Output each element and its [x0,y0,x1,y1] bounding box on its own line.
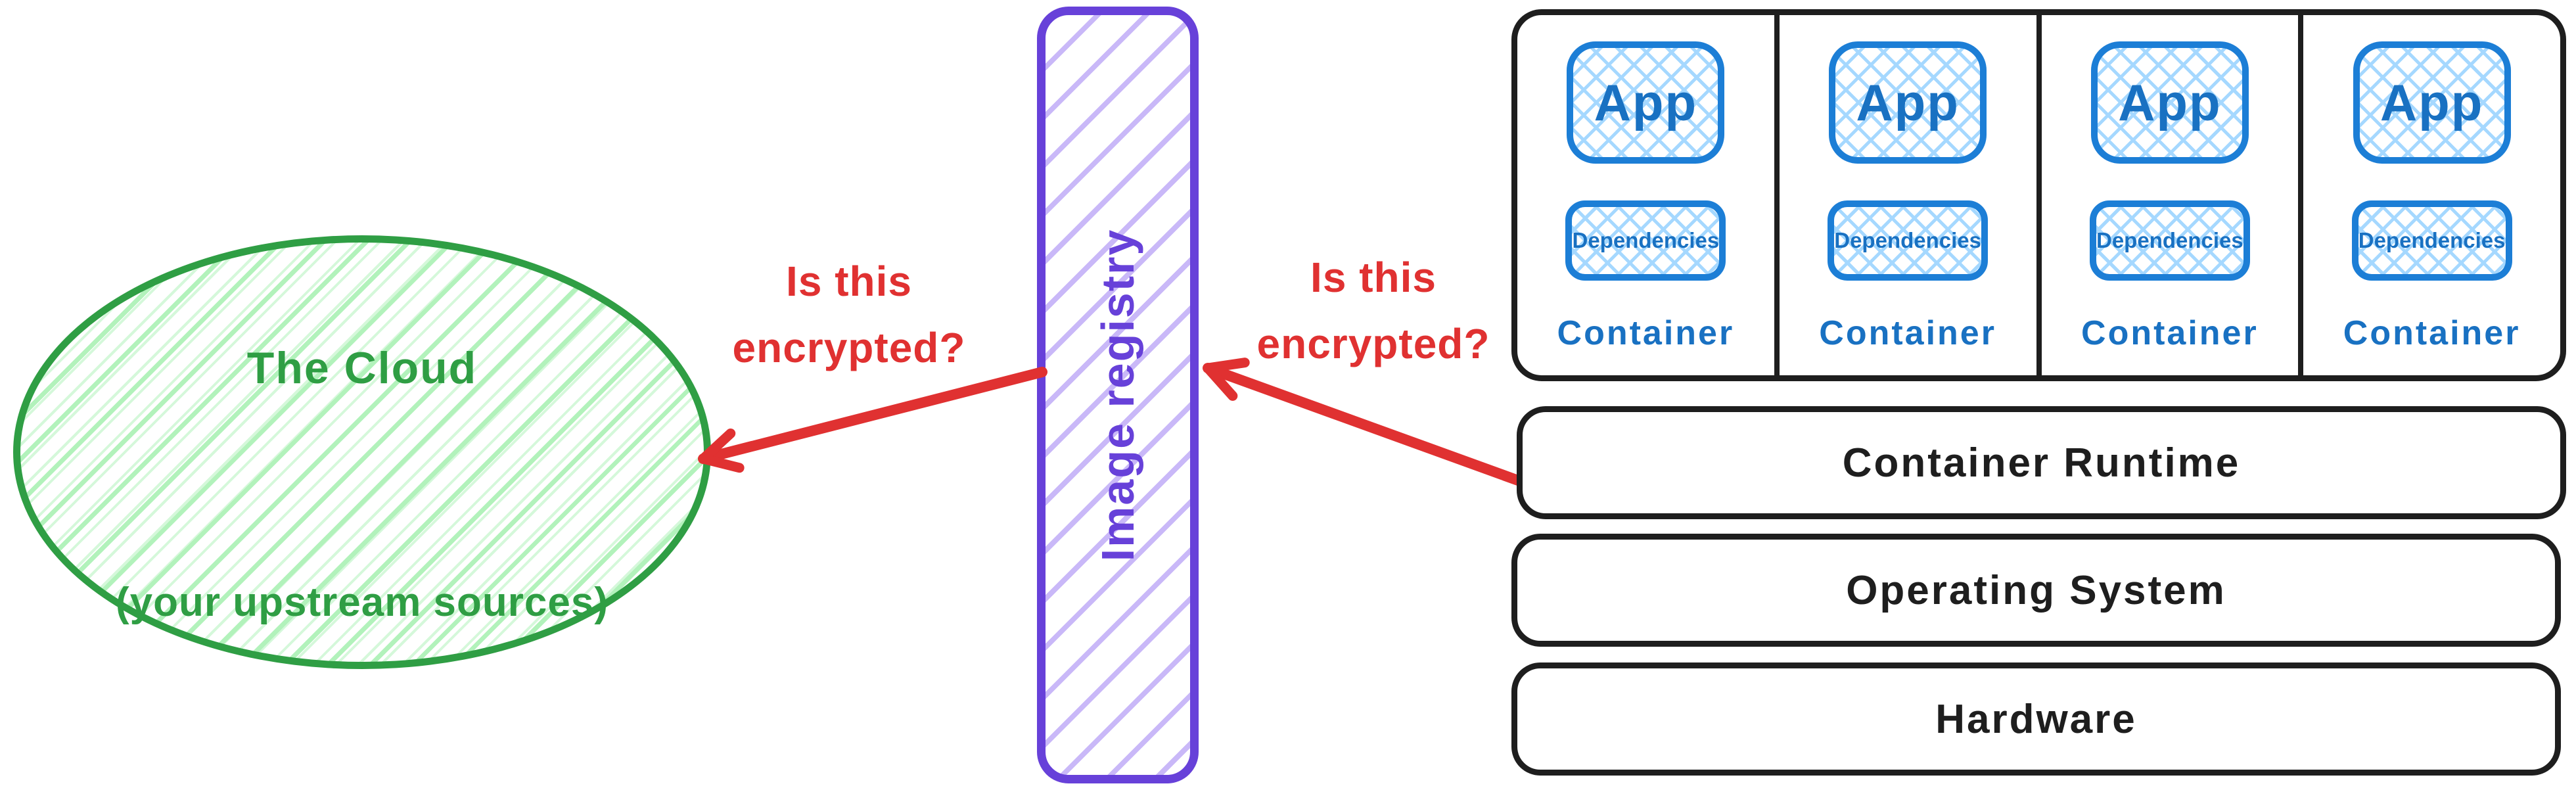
dependencies-box-3: Dependencies [2089,200,2250,281]
container-cell-1: App Dependencies Container [1517,15,1780,375]
question-right-line2: encrypted? [1256,320,1490,367]
app-label: App [1856,73,1960,131]
question-left-line2: encrypted? [732,324,966,371]
image-registry-label: Image registry [1092,228,1143,562]
app-box-2: App [1829,41,1987,164]
app-box-1: App [1567,41,1725,164]
cloud-title: The Cloud [246,343,478,393]
dependencies-box-2: Dependencies [1828,200,1989,281]
question-left-line1: Is this [786,258,912,305]
arrow-runtime-to-registry-icon [1203,358,1523,486]
cloud-ellipse: The Cloud (your upstream sources) [13,235,711,669]
app-label: App [2118,73,2222,131]
dependencies-label: Dependencies [2358,228,2506,252]
image-registry-box: Image registry [1037,7,1199,783]
container-runtime-label: Container Runtime [1842,440,2241,486]
container-label-2: Container [1819,314,1996,352]
dependencies-label: Dependencies [1834,228,1981,252]
cloud-subtitle: (your upstream sources) [116,580,609,625]
dependencies-box-4: Dependencies [2351,200,2512,281]
operating-system-label: Operating System [1846,567,2226,613]
container-cell-2: App Dependencies Container [1780,15,2042,375]
app-box-3: App [2090,41,2249,164]
dependencies-box-1: Dependencies [1565,200,1726,281]
containers-box: App Dependencies Container App Dependenc… [1511,9,2566,381]
app-label: App [2380,73,2484,131]
arrow-registry-to-cloud-icon [698,367,1047,473]
container-runtime-bar: Container Runtime [1517,406,2566,519]
question-left: Is this encrypted? [665,248,1033,381]
container-label-1: Container [1557,314,1735,352]
app-label: App [1594,73,1698,131]
container-label-4: Container [2343,314,2521,352]
container-cell-4: App Dependencies Container [2303,15,2560,375]
app-box-4: App [2353,41,2511,164]
question-right: Is this encrypted? [1189,244,1557,377]
dependencies-label: Dependencies [1572,228,1720,252]
hardware-bar: Hardware [1511,662,2561,776]
container-cell-3: App Dependencies Container [2042,15,2304,375]
operating-system-bar: Operating System [1511,534,2561,647]
container-label-3: Container [2081,314,2259,352]
hardware-label: Hardware [1935,696,2137,742]
dependencies-label: Dependencies [2096,228,2243,252]
question-right-line1: Is this [1310,254,1437,301]
